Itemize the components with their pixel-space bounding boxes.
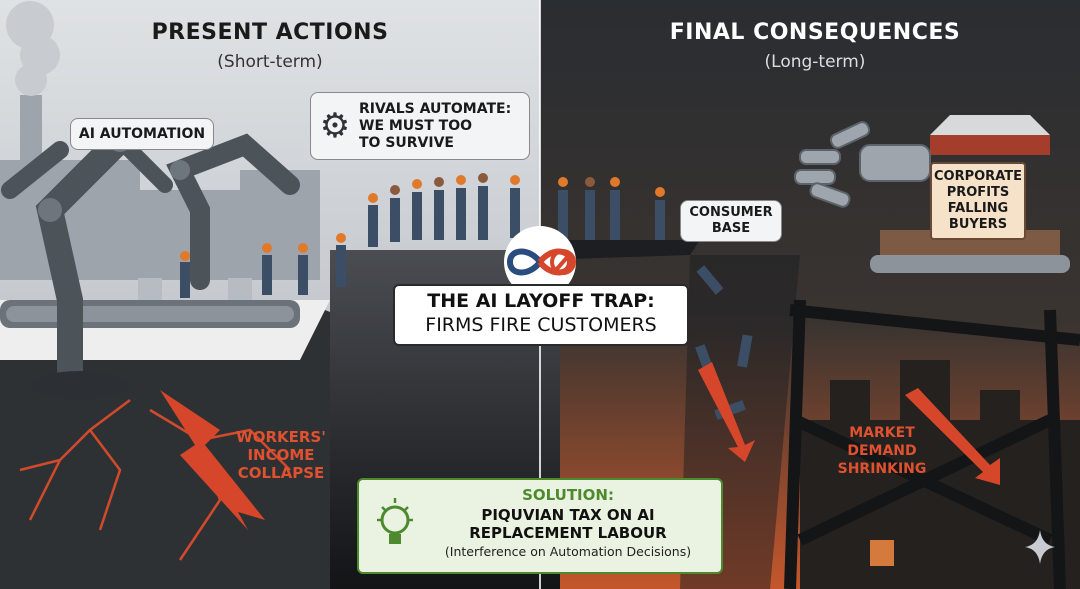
gears-icon: ⚙ [311, 106, 359, 146]
solution-label: SOLUTION: [419, 486, 717, 504]
market-demand-label: MARKET DEMAND SHRINKING [822, 424, 942, 478]
right-subheading: (Long-term) [640, 52, 990, 72]
ai-automation-label: AI AUTOMATION [70, 118, 214, 150]
income-collapse-label: WORKERS' INCOME COLLAPSE [226, 428, 336, 482]
rivals-callout: ⚙ RIVALS AUTOMATE: WE MUST TOO TO SURVIV… [310, 92, 530, 160]
robot-base [30, 371, 130, 399]
corporate-profits-sign: CORPORATE PROFITS FALLING BUYERS [930, 162, 1026, 240]
center-title-box: THE AI LAYOFF TRAP: FIRMS FIRE CUSTOMERS [393, 284, 689, 346]
consumer-base-label: CONSUMER BASE [680, 200, 782, 242]
center-title-line2: FIRMS FIRE CUSTOMERS [395, 314, 687, 336]
left-subheading: (Short-term) [130, 52, 410, 72]
solution-box: SOLUTION: PIQUVIAN TAX ON AI REPLACEMENT… [357, 478, 723, 574]
solution-note: (Interference on Automation Decisions) [419, 544, 717, 559]
solution-line1: PIQUVIAN TAX ON AI [419, 506, 717, 524]
box [138, 278, 162, 300]
right-heading: FINAL CONSEQUENCES [640, 20, 990, 45]
lightbulb-icon [373, 496, 417, 556]
solution-line2: REPLACEMENT LABOUR [419, 524, 717, 542]
window [870, 540, 894, 566]
left-heading: PRESENT ACTIONS [130, 20, 410, 45]
conveyor-belt [0, 300, 300, 328]
center-title-line1: THE AI LAYOFF TRAP: [395, 290, 687, 312]
box [228, 278, 252, 300]
